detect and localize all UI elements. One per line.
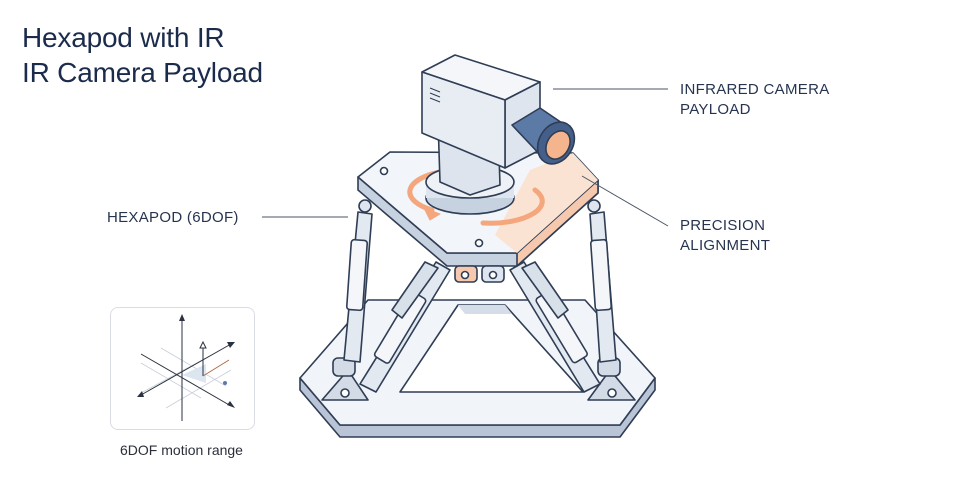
motion-range-inset <box>110 307 255 430</box>
title-line-1: Hexapod with IR <box>22 22 225 53</box>
precision-label-line-1: PRECISION <box>680 217 766 234</box>
rotation-arrow-icon <box>407 169 545 226</box>
base-joints <box>321 357 636 401</box>
precision-label: PRECISION ALIGNMENT <box>680 216 770 256</box>
diagram-title: Hexapod with IR IR Camera Payload <box>22 20 263 90</box>
inset-caption: 6DOF motion range <box>120 442 243 458</box>
title-line-2: IR Camera Payload <box>22 57 263 88</box>
camera-label-line-1: INFRARED CAMERA <box>680 81 830 98</box>
camera-label-line-2: PAYLOAD <box>680 101 751 118</box>
precision-label-line-2: ALIGNMENT <box>680 237 771 254</box>
precision-leader-line <box>581 175 669 227</box>
camera-label: INFRARED CAMERA PAYLOAD <box>680 80 830 120</box>
ir-camera <box>421 54 576 169</box>
actuator-legs <box>343 211 617 393</box>
axes-diagram-icon <box>137 314 235 421</box>
hexapod-label: HEXAPOD (6DOF) <box>107 209 239 226</box>
